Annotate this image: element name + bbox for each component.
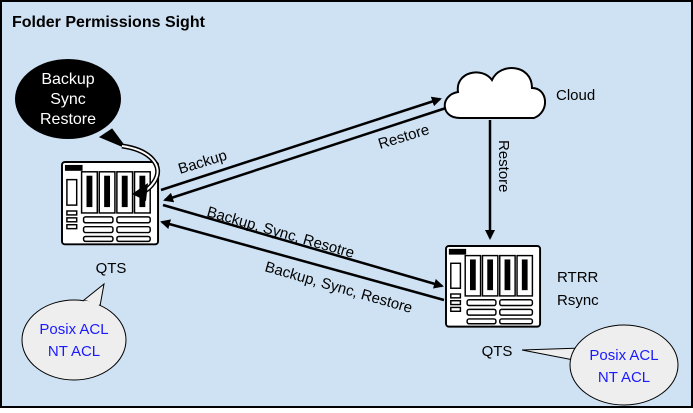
callout-tail xyxy=(98,128,128,150)
left-nas-device-icon xyxy=(61,161,160,246)
cloud-label: Cloud xyxy=(556,87,595,104)
right-acl-line-2: NT ACL xyxy=(598,369,650,386)
edge-right-to-left xyxy=(160,219,445,302)
right-nas-device-icon xyxy=(445,245,542,328)
edge-left-to-right xyxy=(162,203,444,289)
right-acl-line-1: Posix ACL xyxy=(589,347,658,364)
diagram-title: Folder Permissions Sight xyxy=(12,14,206,31)
action-callout-bubble xyxy=(15,59,121,139)
left-acl-line-2: NT ACL xyxy=(48,343,100,360)
right-nas-side-line-1: RTRR xyxy=(557,269,599,286)
edge-left-to-cloud xyxy=(160,96,442,192)
cloud-icon xyxy=(443,67,546,119)
left-acl-bubble xyxy=(21,299,127,381)
right-nas-label: QTS xyxy=(482,343,513,360)
right-acl-bubble xyxy=(569,324,679,406)
edge-label-cloud-to-right: Restore xyxy=(495,140,512,193)
callout-line-3: Restore xyxy=(40,111,96,128)
right-nas-side-line-2: Rsync xyxy=(557,292,599,309)
curved-arrow-icon xyxy=(121,143,161,201)
left-nas-label: QTS xyxy=(96,260,127,277)
left-acl-line-1: Posix ACL xyxy=(39,321,108,338)
callout-line-1: Backup xyxy=(41,71,94,88)
edge-cloud-to-left xyxy=(163,106,447,203)
callout-line-2: Sync xyxy=(50,91,86,108)
